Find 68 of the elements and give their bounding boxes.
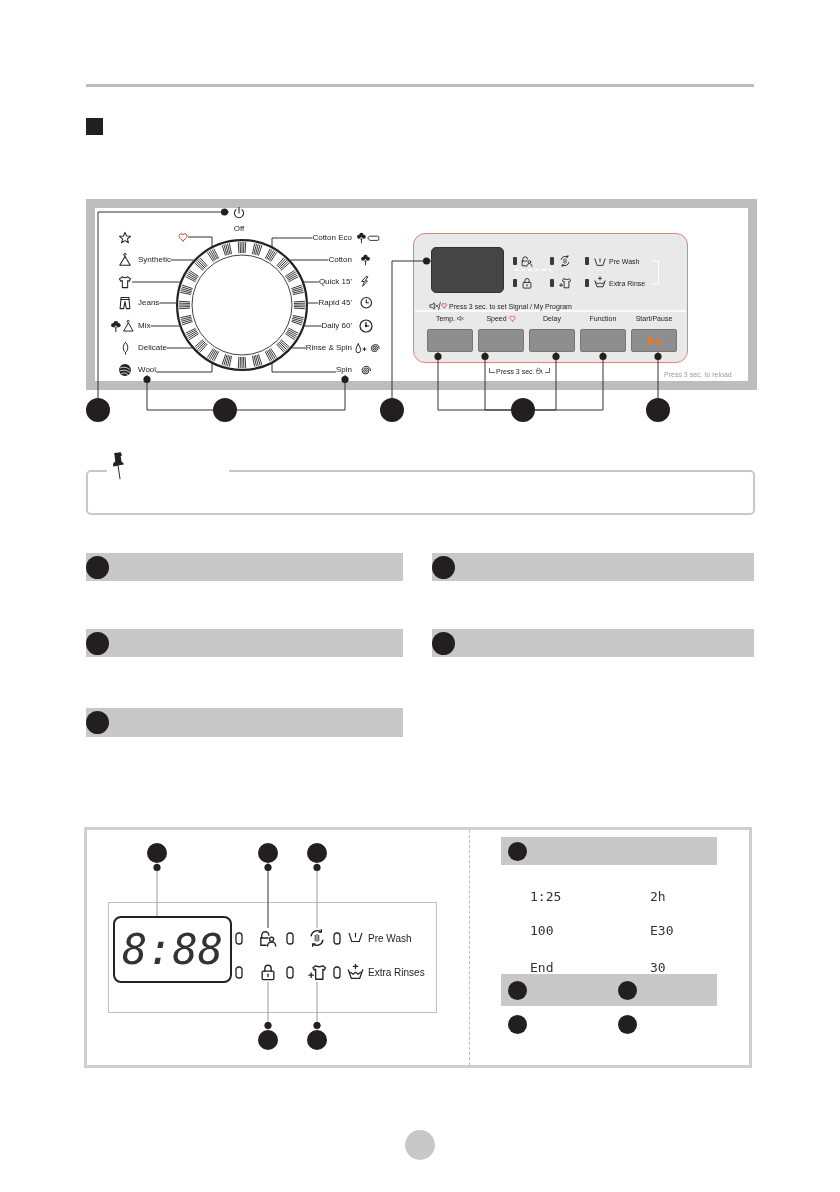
dial-position-label: Off xyxy=(233,224,245,234)
leader-line xyxy=(150,325,180,327)
callout-marker xyxy=(147,843,167,863)
program-label: Rapid 45' xyxy=(318,298,352,308)
leader-line xyxy=(304,325,323,327)
selector-dial xyxy=(176,239,308,371)
indicator-label: Pre Wash xyxy=(368,931,412,945)
display-panel xyxy=(108,902,437,1013)
leader-line xyxy=(131,281,181,283)
program-label: Cotton xyxy=(328,255,352,265)
leader-line xyxy=(155,363,213,373)
callout-marker xyxy=(213,398,237,422)
leader-line xyxy=(481,351,512,411)
callout-marker xyxy=(307,843,327,863)
display-reading: End xyxy=(530,958,554,976)
leader-line xyxy=(271,363,337,373)
program-label: Quick 15' xyxy=(318,277,352,287)
leader-line xyxy=(97,208,230,399)
leader-line xyxy=(264,981,272,1031)
callout-marker xyxy=(86,398,110,422)
program-label: Synthetic xyxy=(138,255,171,265)
callout-marker xyxy=(511,398,535,422)
program-label: Cotton Eco xyxy=(312,233,352,243)
padlock-icon xyxy=(259,962,277,982)
leader-line xyxy=(166,347,193,349)
program-label: Delicate xyxy=(138,343,167,353)
program-label: Spin xyxy=(336,365,352,375)
leader-line xyxy=(264,862,272,929)
callout-marker xyxy=(307,1030,327,1050)
callout-marker xyxy=(646,398,670,422)
leader-line xyxy=(313,862,321,929)
leader-line xyxy=(307,302,319,304)
display-screen xyxy=(431,247,504,293)
leader-line xyxy=(271,237,313,247)
display-reading: 100 xyxy=(530,921,554,939)
leader-line xyxy=(158,302,177,304)
program-label: Rinse & Spin xyxy=(305,343,352,353)
program-label: Daily 60' xyxy=(321,321,352,331)
leader-line xyxy=(289,259,329,261)
leader-line xyxy=(654,351,662,399)
callout-marker xyxy=(258,1030,278,1050)
shirt-plus-icon xyxy=(308,962,326,982)
leader-line xyxy=(291,347,307,349)
display-reading: 1:25 xyxy=(530,887,562,905)
cycle-arrows-icon xyxy=(308,928,326,948)
indicator-label: Extra Rinses xyxy=(368,965,425,979)
leader-line xyxy=(153,862,161,917)
heart-icon xyxy=(178,232,188,242)
program-label: Wool xyxy=(138,365,157,375)
leader-line xyxy=(303,281,320,283)
leader-line xyxy=(313,981,321,1031)
digit-display: 8:88 xyxy=(113,916,232,983)
program-label: Mix xyxy=(138,321,151,331)
t-shirt-icon xyxy=(118,275,132,289)
program-label: Jeans xyxy=(138,298,160,308)
leader-line xyxy=(187,236,213,247)
leader-line xyxy=(236,374,349,411)
leader-line xyxy=(391,257,432,399)
callout-marker xyxy=(380,398,404,422)
child-lock-icon xyxy=(259,928,277,948)
display-reading: 30 xyxy=(650,958,666,976)
callout-marker xyxy=(258,843,278,863)
leader-line xyxy=(143,374,214,411)
leader-line xyxy=(534,351,607,411)
display-reading: 2h xyxy=(650,887,666,905)
leader-line xyxy=(170,259,195,261)
control-panel xyxy=(413,233,688,363)
display-reading: E30 xyxy=(650,921,674,939)
